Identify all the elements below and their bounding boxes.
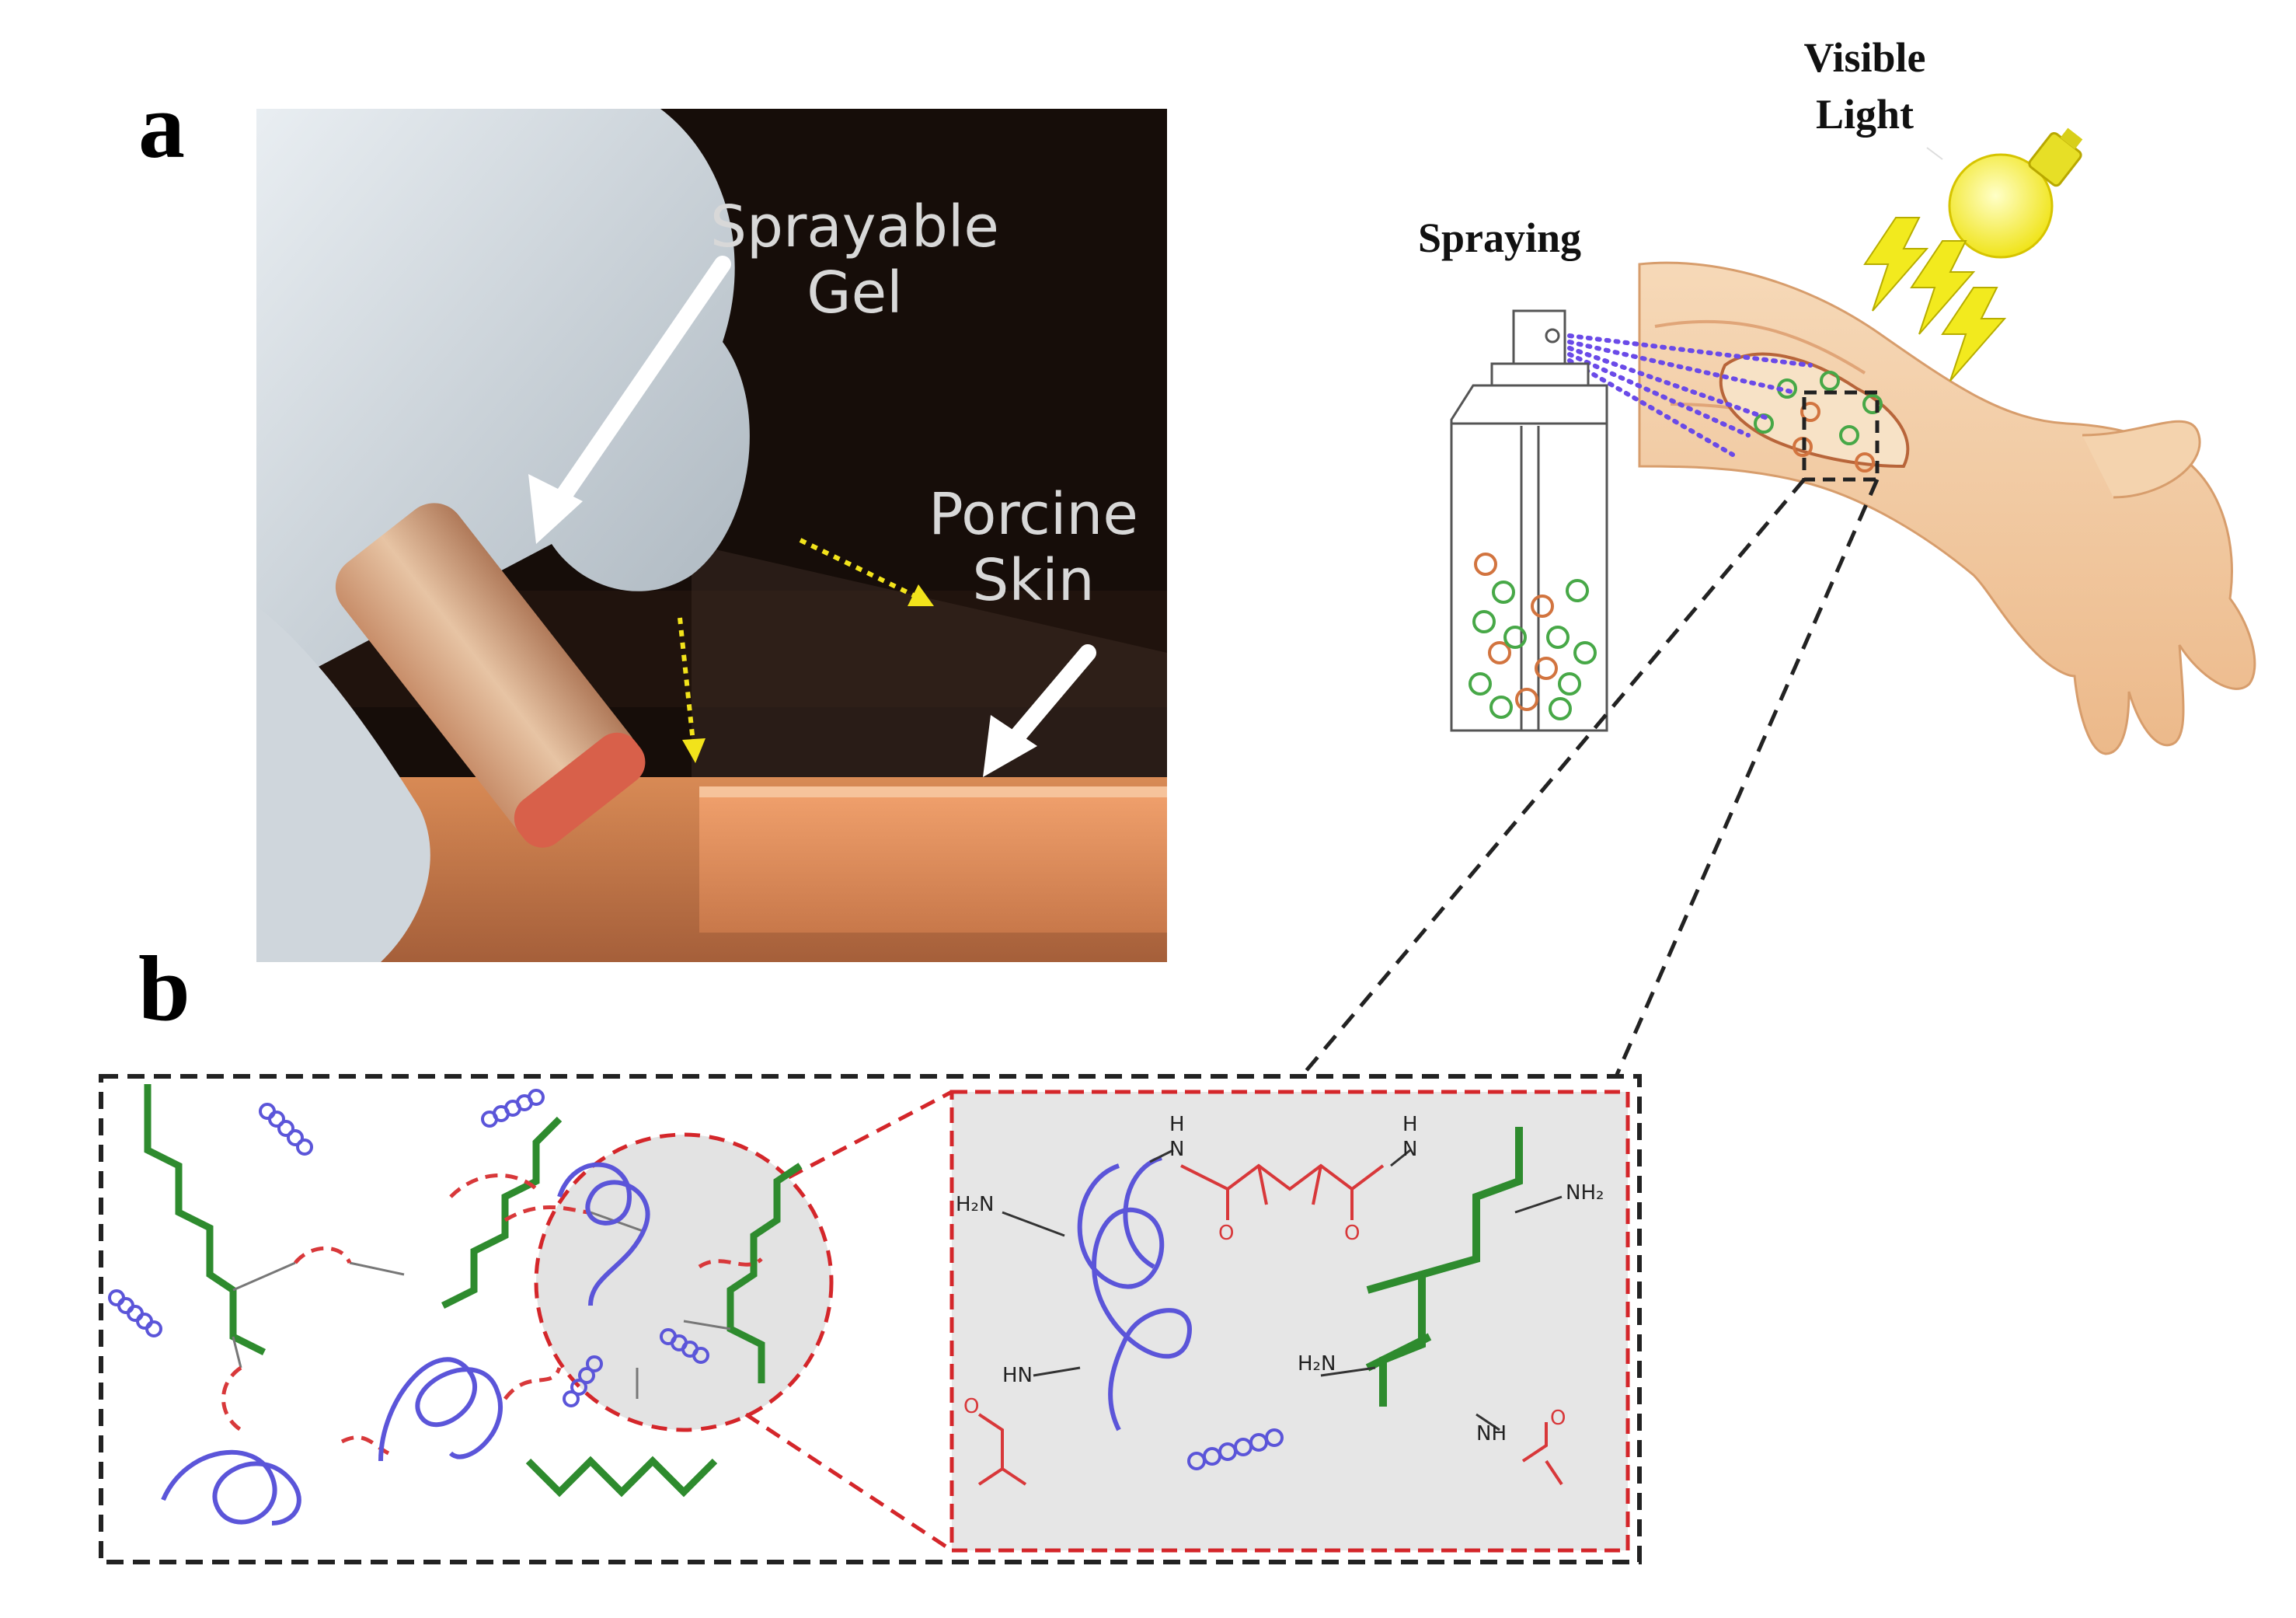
- forearm-illustration: [1638, 261, 2256, 755]
- magnifier-line-top: [787, 1090, 953, 1180]
- zoom-connector: [1300, 478, 1880, 1078]
- visible-light-line1: Visible: [1803, 34, 1926, 81]
- label-h-amide-2: H: [1402, 1113, 1418, 1136]
- spraying-label: Spraying: [1417, 214, 1582, 261]
- label-o-1: O: [1218, 1222, 1235, 1245]
- porcine-skin-label: Porcine Skin: [917, 481, 1150, 615]
- visible-light-line2: Light: [1815, 90, 1914, 138]
- panel-label-b: b: [138, 936, 190, 1040]
- zoom-green-chain: [1365, 1127, 1523, 1407]
- label-nh-bottom: NH: [1476, 1422, 1507, 1445]
- label-h2n-top: H₂N: [956, 1193, 995, 1216]
- porcine-skin-line2: Skin: [972, 547, 1095, 615]
- zoom-blue-coil: [1077, 1156, 1192, 1431]
- label-n-amide-2: N: [1402, 1138, 1418, 1161]
- visible-light-label: Visible Light: [1748, 30, 1981, 143]
- label-nh2-right: NH₂: [1566, 1181, 1604, 1205]
- blue-bead-chains: [108, 1089, 1284, 1470]
- blue-polymer-coils: [161, 1162, 650, 1526]
- porcine-skin-line1: Porcine: [929, 481, 1138, 548]
- label-h2n-bottom: H₂N: [1298, 1352, 1336, 1376]
- label-n-amide-1: N: [1169, 1138, 1185, 1161]
- spray-can-particles: [1469, 553, 1597, 720]
- zoom-red-linker: [977, 1163, 1563, 1486]
- magnifier-circle: [534, 1132, 834, 1432]
- label-o-4: O: [1550, 1407, 1566, 1430]
- spray-can: [1450, 309, 1608, 732]
- red-crosslinks: [221, 1173, 763, 1456]
- light-bulb-icon: [1926, 127, 2083, 259]
- label-hn-left: HN: [1002, 1364, 1033, 1387]
- panel-label-a: a: [138, 74, 185, 177]
- sprayable-gel-line1: Sprayable: [710, 194, 999, 260]
- zoom-n-links: [1002, 1149, 1563, 1431]
- sprayable-gel-line2: Gel: [807, 260, 903, 327]
- light-rays-icon: [1863, 217, 2007, 382]
- green-polymer-chains: [144, 1084, 803, 1498]
- sprayable-gel-label: Sprayable Gel: [707, 194, 1002, 326]
- spray-jet: [1567, 333, 1813, 457]
- label-o-3: O: [963, 1395, 980, 1418]
- label-o-2: O: [1344, 1222, 1361, 1245]
- spray-photo: Sprayable Gel Porcine Skin: [256, 109, 1167, 962]
- network-frame: [99, 1074, 1642, 1564]
- magnifier-line-bottom: [744, 1412, 953, 1553]
- zoom-frame: [949, 1090, 1630, 1553]
- label-h-amide-1: H: [1169, 1113, 1185, 1136]
